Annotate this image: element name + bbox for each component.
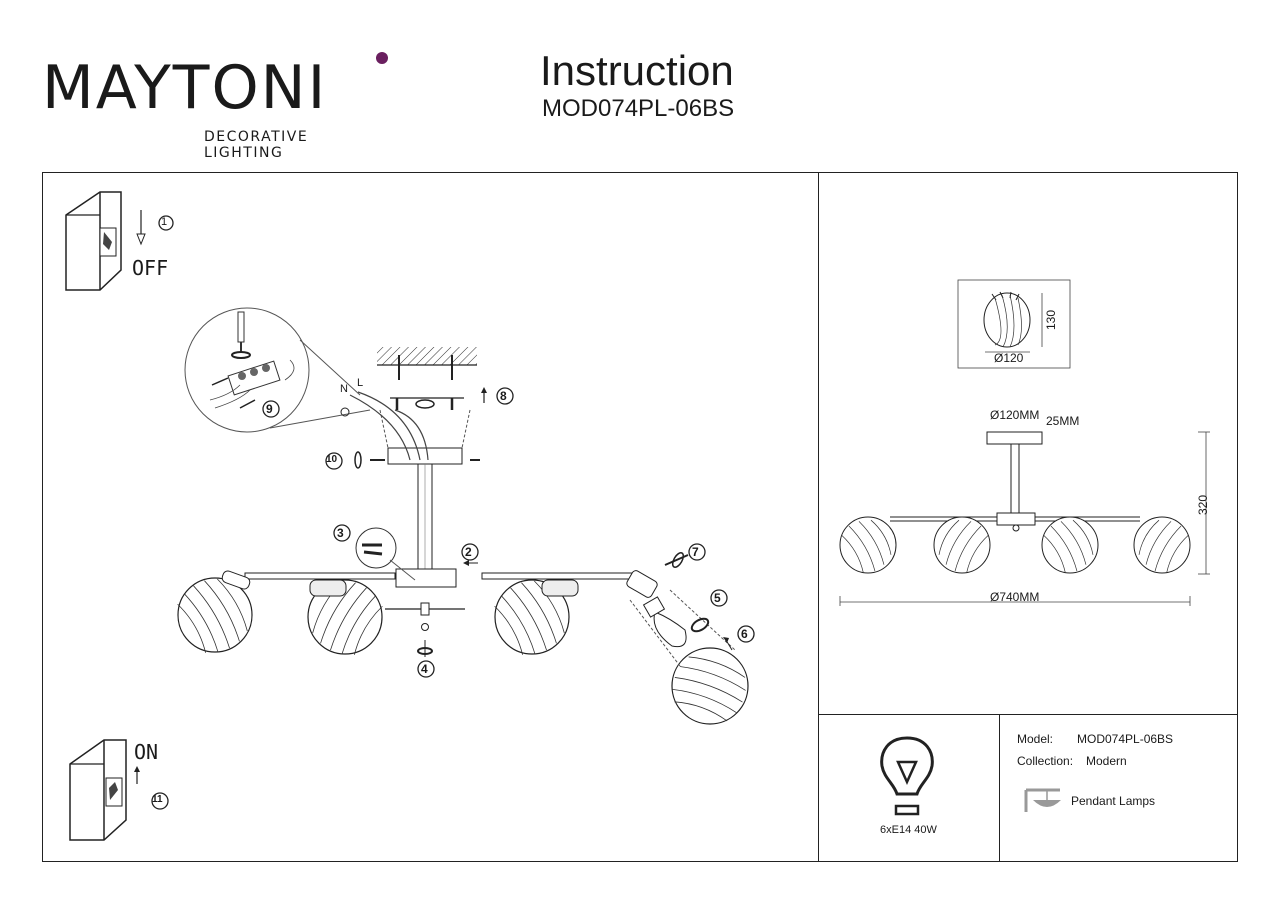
- bulb-spec: 6xE14 40W: [880, 824, 937, 836]
- canopy-height-label: 25MM: [1046, 414, 1080, 428]
- bulb-icon: [880, 736, 934, 816]
- collection-value: Modern: [1086, 754, 1127, 768]
- switch-on-icon: [69, 739, 140, 841]
- canopy-diameter-label: Ø120MM: [990, 408, 1040, 422]
- step-6-number: 6: [741, 627, 748, 641]
- model-label: Model:: [1017, 732, 1054, 746]
- step-10-number: 10: [326, 454, 338, 465]
- step-8-number: 8: [500, 389, 507, 403]
- divider-vertical: [818, 172, 819, 862]
- switch-off-label: OFF: [132, 256, 169, 280]
- instruction-frame: [42, 172, 1238, 862]
- divider-horizontal: [818, 714, 1238, 715]
- lamp-body: [177, 463, 749, 725]
- document-title: Instruction: [540, 47, 734, 94]
- document-model: MOD074PL-06BS: [542, 95, 735, 122]
- total-diameter-label: Ø740MM: [990, 590, 1040, 604]
- step-5-number: 5: [714, 591, 721, 605]
- step-2-number: 2: [465, 545, 472, 559]
- wiring-detail: [184, 307, 371, 433]
- shade-dimension-drawing: [957, 279, 1071, 369]
- shade-diameter-label: Ø120: [994, 351, 1024, 365]
- step-markers: [151, 215, 755, 810]
- globe-shade-4: [671, 647, 749, 725]
- step-3-number: 3: [337, 526, 344, 540]
- switch-off-icon: [65, 191, 146, 291]
- divider-vertical-info: [999, 714, 1000, 862]
- shade-height-label: 130: [1044, 309, 1058, 330]
- step-4-number: 4: [421, 662, 428, 676]
- brand-tagline: DECORATIVE LIGHTING: [204, 129, 309, 161]
- step-9-number: 9: [266, 402, 273, 416]
- model-value: MOD074PL-06BS: [1077, 732, 1174, 746]
- brand-dot-icon: [376, 52, 388, 64]
- switch-on-label: ON: [134, 740, 159, 764]
- wire-l-label: L: [357, 377, 364, 389]
- brand-name: MAYTONI: [42, 53, 328, 123]
- step-11-number: 11: [152, 794, 163, 805]
- globe-shade-3: [494, 579, 570, 655]
- step-7-number: 7: [692, 545, 699, 559]
- total-height-label: 320: [1196, 494, 1210, 515]
- lamp-dimension-drawing: [839, 431, 1210, 606]
- wire-n-label: N: [340, 383, 348, 395]
- ceiling-mount: [340, 347, 487, 469]
- step-1-number: 1: [161, 216, 168, 228]
- lamp-type-label: Pendant Lamps: [1071, 794, 1156, 808]
- globe-shade-1: [177, 577, 253, 653]
- globe-shade-2: [307, 579, 383, 655]
- collection-label: Collection:: [1017, 754, 1074, 768]
- pendant-lamp-icon: [1024, 788, 1061, 812]
- brand-logo: MAYTONI DECORATIVE LIGHTING: [42, 50, 392, 161]
